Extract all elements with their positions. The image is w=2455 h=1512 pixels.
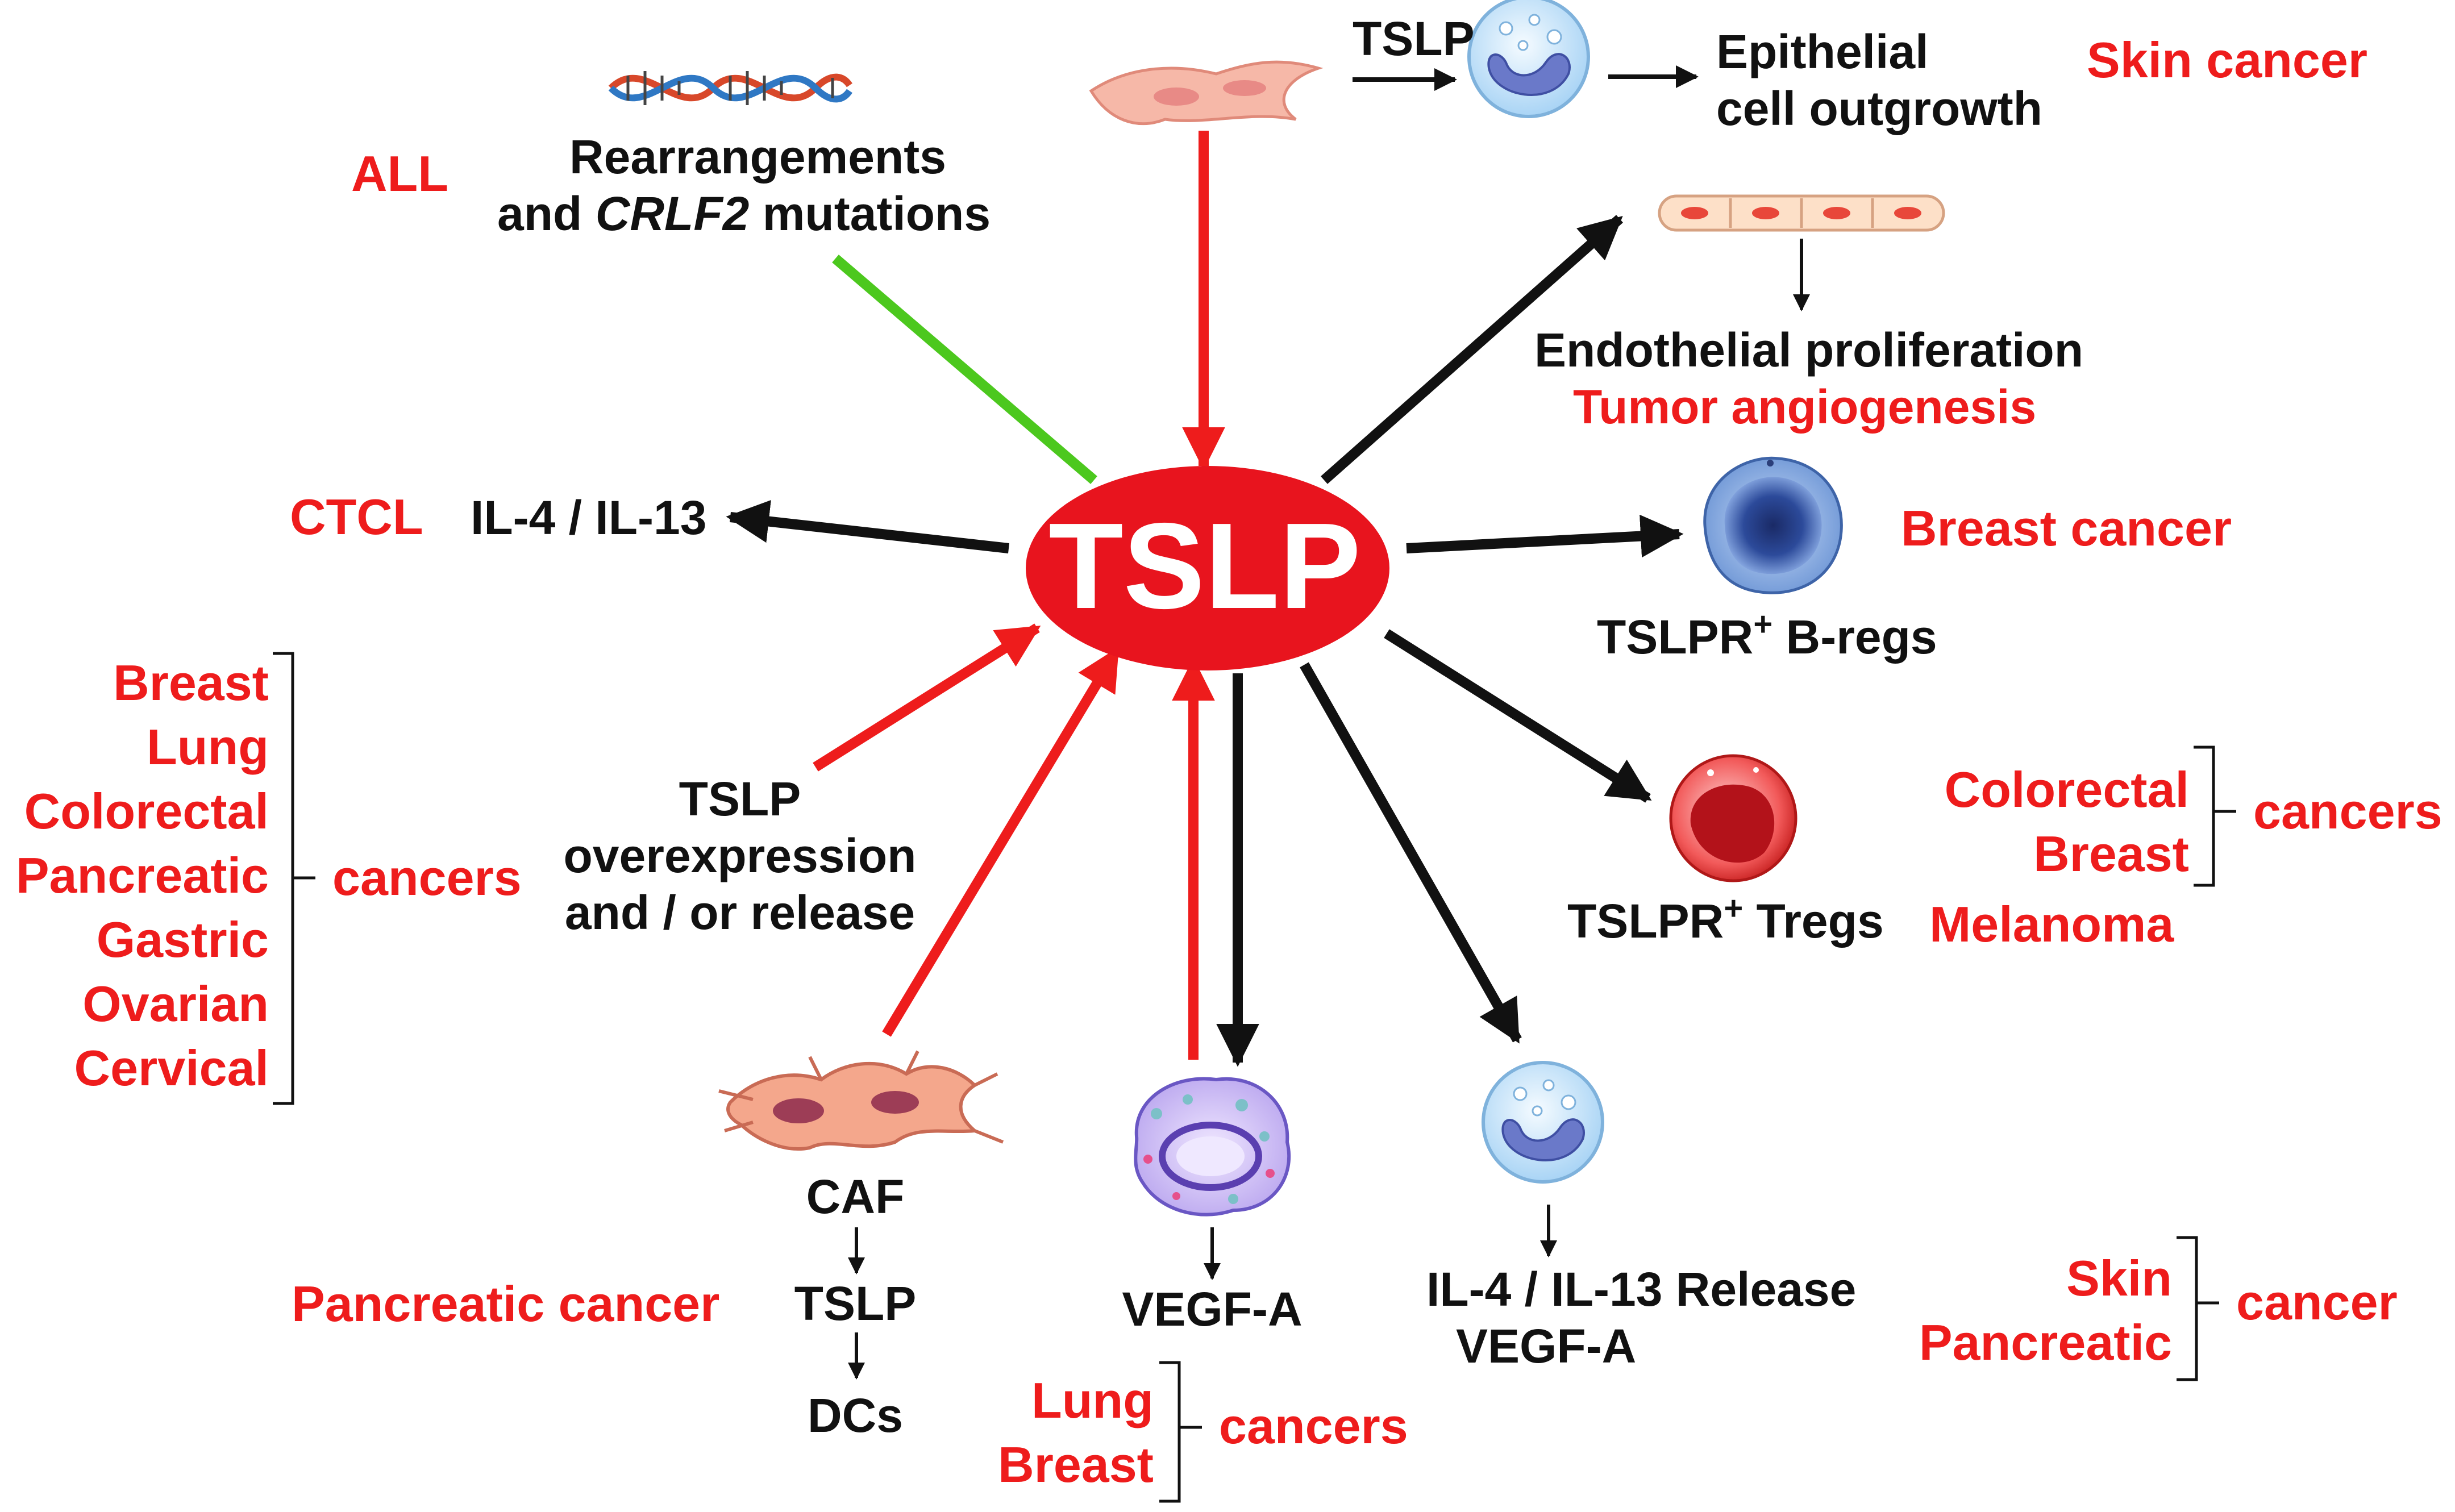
bracket-left-cancers [273,652,294,1105]
arrow-tslp-to-endothelium [1321,215,1623,484]
bracket-tregs-cancers [2194,745,2215,887]
arrow-tslp-to-tregs [1384,629,1652,803]
all-line2-post: mutations [749,187,991,240]
left-cancers-label: cancers [332,849,522,906]
bracket-skin-cancer [2177,1236,2198,1381]
skin-cancer-top: Skin cancer [2087,32,2367,88]
left-cancer-6: Ovarian [82,976,269,1032]
link-all-to-tslp [832,255,1097,484]
endothelial-cells-icon [1658,194,1945,232]
left-cancer-7: Cervical [74,1040,269,1096]
pancreatic-cancer-label: Pancreatic cancer [292,1276,719,1332]
b-cell-icon [1703,456,1843,594]
fibro-tslp-label: TSLP [1353,12,1475,65]
fibroblast-icon [1089,60,1324,126]
caf-icon [718,1050,1004,1151]
left-cancer-1: Breast [113,655,269,711]
caf-dcs-label: DCs [808,1389,903,1442]
arrow-tslp-to-bregs [1406,514,1684,558]
ctcl-label: CTCL [290,489,423,545]
breast-cancer-right: Breast cancer [1901,500,2232,556]
arrows [726,65,1810,1380]
arrow-tumor-to-tslp [813,623,1041,772]
tregs-cancers-label: cancers [2253,783,2442,839]
tregs-label-rest: Tregs [1743,894,1883,948]
all-label: ALL [351,145,448,202]
tslp-ellipse [1026,466,1389,670]
melanoma-label: Melanoma [1929,896,2174,952]
mast-cancers-label: cancers [1219,1398,1408,1454]
tregs-cancer-2: Breast [2033,826,2189,882]
mast-cell-icon [1134,1077,1291,1217]
overexpression-line1: TSLP [679,772,801,826]
caf-tslp-label: TSLP [794,1277,917,1330]
mast-cancer-2: Breast [998,1436,1154,1493]
epithelial-line1: Epithelial [1716,25,1928,78]
epithelial-line2: cell outgrowth [1716,82,2042,135]
gran-cancer-2: Pancreatic [1919,1314,2172,1371]
bregs-label-rest: B-regs [1772,610,1937,664]
arrow-tslp-to-ctcl [726,500,1010,553]
dna-icon [608,71,852,105]
overexpression-line3: and / or release [565,886,915,939]
all-line2: and CRLF2 mutations [497,187,991,240]
brackets [273,652,2236,1503]
tregs-label: TSLPR+ Tregs [1567,890,1884,948]
tslp-center: TSLP [1026,466,1389,670]
bregs-label: TSLPR+ B-regs [1597,606,1937,664]
tregs-cancer-1: Colorectal [1945,761,2189,818]
arrow-caf-to-tslp [882,647,1121,1037]
bregs-label-main: TSLPR [1597,610,1753,664]
caf-label: CAF [806,1170,905,1223]
ctcl-cytokines: IL-4 / IL-13 [471,491,706,544]
left-cancer-4: Pancreatic [16,847,269,903]
mast-vegf-label: VEGF-A [1122,1282,1302,1336]
mast-cancer-1: Lung [1031,1372,1154,1428]
left-cancer-2: Lung [147,719,269,775]
treg-cell-icon [1669,754,1797,882]
tregs-label-main: TSLPR [1567,894,1724,948]
left-cancer-5: Gastric [97,911,269,968]
gran-cancers-label: cancer [2236,1274,2398,1330]
granulocyte-icon [1482,1061,1604,1184]
endothelial-line2: Tumor angiogenesis [1573,380,2036,434]
granulocyte-icon [1467,0,1590,118]
arrow-tslp-to-granulocyte [1300,662,1522,1044]
bracket-mast-cancers [1159,1361,1181,1503]
endothelial-line1: Endothelial proliferation [1534,323,2083,377]
all-line1: Rearrangements [569,130,946,184]
all-line2-gene: CRLF2 [596,187,750,240]
overexpression-line2: overexpression [564,829,917,882]
gran-line1: IL-4 / IL-13 Release [1426,1263,1856,1316]
tregs-label-sup: + [1724,890,1743,927]
tslp-center-label: TSLP [1048,497,1360,634]
left-cancer-3: Colorectal [24,783,269,839]
gran-line2: VEGF-A [1456,1319,1636,1373]
all-line2-pre: and [497,187,596,240]
gran-cancer-1: Skin [2066,1250,2172,1306]
bregs-label-sup: + [1753,606,1772,643]
